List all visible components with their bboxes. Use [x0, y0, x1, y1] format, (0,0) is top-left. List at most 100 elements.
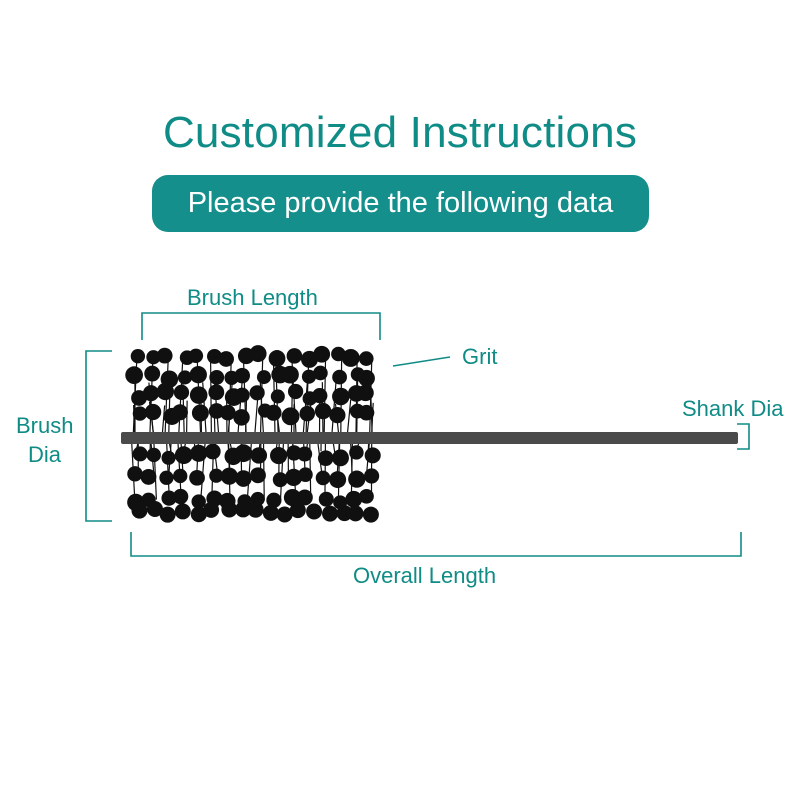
abrasive-globule: [189, 386, 208, 404]
abrasive-globule: [358, 369, 375, 387]
abrasive-globule: [174, 446, 193, 465]
abrasive-globule: [287, 383, 304, 400]
bristle-wire: [246, 437, 253, 499]
abrasive-globule: [312, 387, 328, 404]
abrasive-globule: [173, 384, 190, 401]
abrasive-globule: [127, 466, 143, 482]
page-title: Customized Instructions: [162, 108, 638, 157]
abrasive-globule: [221, 501, 238, 518]
abrasive-globule: [159, 506, 176, 523]
abrasive-globule: [318, 491, 334, 507]
abrasive-globule: [146, 501, 163, 518]
abrasive-globule: [268, 350, 286, 367]
brush-dia-label-line2: Dia: [28, 442, 62, 467]
abrasive-globule: [189, 469, 205, 486]
bristle-wire: [346, 399, 352, 439]
abrasive-globule: [262, 504, 279, 521]
abrasive-globule: [358, 404, 375, 421]
abrasive-globule: [347, 505, 364, 522]
overall-length-bracket: [130, 532, 742, 557]
abrasive-globule: [191, 494, 206, 509]
abrasive-globule: [301, 369, 317, 384]
abrasive-globule: [357, 384, 374, 402]
abrasive-globule: [161, 490, 177, 506]
abrasive-globule: [172, 488, 189, 505]
abrasive-globule: [306, 503, 323, 520]
abrasive-globule: [313, 345, 331, 363]
abrasive-globule: [285, 468, 303, 487]
grit-label: Grit: [462, 344, 498, 369]
abrasive-globule: [209, 369, 225, 385]
abrasive-globule: [299, 405, 316, 422]
abrasive-globule: [131, 502, 148, 519]
abrasive-globule: [191, 404, 209, 422]
abrasive-globule: [208, 384, 225, 401]
bristle-wire: [153, 437, 157, 500]
brush-length-label: Brush Length: [187, 285, 318, 310]
abrasive-globule: [146, 350, 161, 365]
abrasive-globule: [156, 382, 175, 401]
abrasive-globule: [276, 506, 293, 523]
shank-dia-bracket: [737, 423, 750, 450]
shank-dia-label: Shank Dia: [682, 396, 784, 421]
abrasive-globule: [132, 406, 148, 421]
abrasive-globule: [329, 471, 347, 489]
brush-bristles: [125, 345, 381, 523]
bristle-wire: [227, 437, 231, 497]
abrasive-globule: [234, 444, 253, 463]
abrasive-globule: [207, 348, 222, 364]
abrasive-globule: [173, 468, 188, 484]
abrasive-globule: [190, 506, 207, 523]
abrasive-globule: [130, 349, 146, 364]
abrasive-globule: [159, 470, 174, 485]
abrasive-globule: [125, 366, 143, 384]
abrasive-globule: [345, 490, 363, 508]
abrasive-globule: [218, 351, 234, 367]
abrasive-globule: [322, 505, 339, 522]
abrasive-globule: [296, 489, 313, 506]
abrasive-globule: [233, 409, 250, 426]
abrasive-globule: [358, 351, 374, 366]
shank: [121, 432, 738, 444]
abrasive-globule: [234, 367, 250, 384]
bristle-wire: [253, 398, 259, 439]
abrasive-globule: [220, 467, 238, 485]
abrasive-globule: [281, 365, 299, 384]
abrasive-globule: [362, 506, 379, 523]
abrasive-globule: [249, 385, 265, 401]
abrasive-globule: [220, 404, 236, 421]
abrasive-globule: [332, 387, 350, 406]
abrasive-globule: [250, 447, 268, 464]
abrasive-globule: [140, 468, 157, 485]
abrasive-globule: [272, 472, 288, 488]
abrasive-globule: [132, 446, 148, 462]
brush-dia-label-line1: Brush: [16, 413, 74, 438]
abrasive-globule: [171, 404, 188, 421]
abrasive-globule: [250, 467, 266, 484]
abrasive-globule: [146, 447, 161, 463]
bristle-wire: [237, 376, 244, 439]
grit-leader-line: [392, 356, 451, 367]
abrasive-globule: [289, 502, 306, 519]
abrasive-globule: [348, 470, 366, 488]
abrasive-globule: [297, 446, 313, 462]
overall-length-label: Overall Length: [353, 563, 497, 588]
brush-length-bracket: [141, 312, 381, 340]
abrasive-globule: [281, 407, 300, 426]
abrasive-globule: [235, 501, 252, 518]
bristle-wire: [185, 400, 188, 439]
abrasive-globule: [235, 470, 252, 487]
dimension-lines: [85, 312, 750, 557]
abrasive-globule: [265, 404, 282, 421]
abrasive-globule: [144, 365, 161, 382]
abrasive-globule: [313, 365, 328, 381]
bristle-wire: [324, 437, 327, 500]
abrasive-globule: [359, 488, 374, 504]
abrasive-globule: [341, 349, 360, 367]
abrasive-globule: [314, 402, 332, 420]
abrasive-globule: [364, 468, 380, 484]
abrasive-globule: [204, 443, 221, 460]
abrasive-globule: [364, 447, 381, 464]
abrasive-globule: [203, 501, 220, 518]
